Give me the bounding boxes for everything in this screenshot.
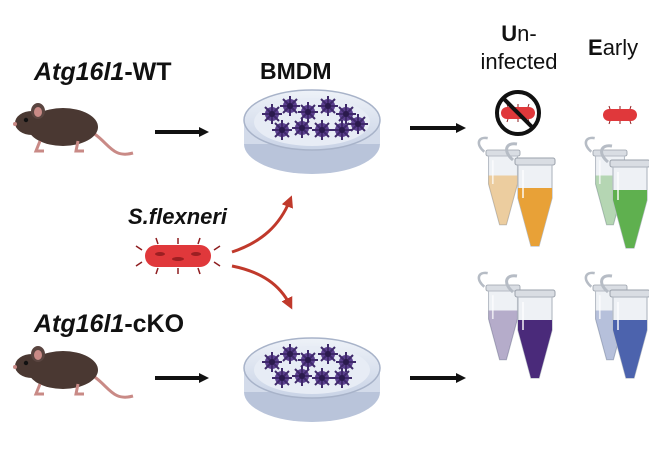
tube-cko-early [600, 274, 649, 379]
mouse-cko-icon [11, 344, 135, 399]
early-bacterium-icon [602, 105, 638, 125]
bmdm-label: BMDM [260, 58, 332, 84]
uninfected-label: Un- infected [466, 20, 572, 76]
tube-wt-early [600, 144, 649, 249]
cko-label: Atg16l1-cKO [34, 310, 184, 339]
uninfected-line2: infected [480, 49, 558, 74]
early-label: Early [588, 34, 638, 62]
wt-gene: Atg16l1 [34, 58, 125, 86]
tube-wt-uninfected [505, 142, 556, 247]
tube-wt-uninfected-back [477, 136, 521, 226]
early-initial: E [588, 35, 603, 60]
mouse-wt-icon [11, 101, 135, 156]
wt-suffix: -WT [124, 58, 172, 86]
cko-gene: Atg16l1 [34, 310, 125, 338]
tube-cko-uninfected [505, 274, 556, 379]
petri-dish-cko-icon [243, 337, 381, 423]
arrow-bacteria-to-wt [231, 195, 293, 254]
tube-cko-uninfected-back [477, 271, 521, 361]
cko-suffix: -cKO [124, 310, 185, 338]
early-rest: arly [602, 35, 639, 60]
bacterium-icon [135, 237, 221, 275]
petri-dish-wt-icon [243, 89, 381, 175]
no-bacteria-icon [495, 90, 541, 136]
arrow-bacteria-to-cko [231, 264, 293, 310]
uninfected-rest: n- [517, 21, 537, 46]
uninfected-initial: U [501, 21, 518, 46]
wt-label: Atg16l1-WT [34, 58, 172, 87]
bacteria-label: S.flexneri [128, 204, 228, 229]
